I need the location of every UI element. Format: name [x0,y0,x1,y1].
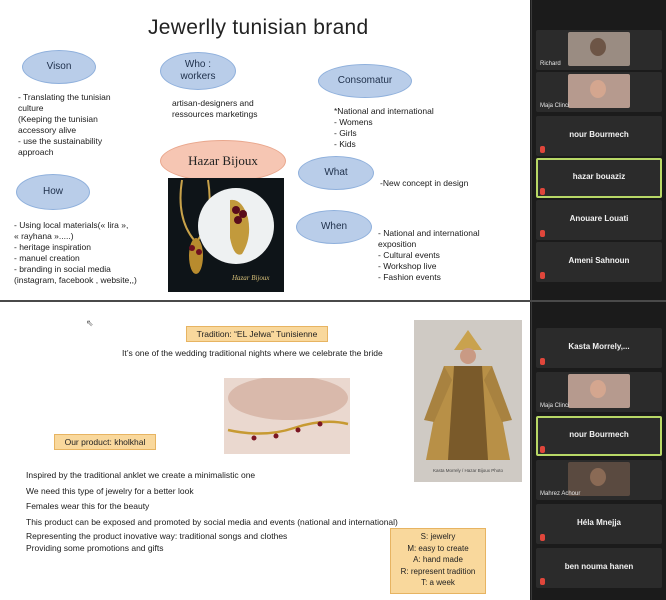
participant-name: Kasta Morrely,... [568,342,630,351]
participant-video [568,462,630,496]
oval-when: When [296,210,372,244]
oval-who: Who : workers [160,52,236,90]
sidebar-divider [531,302,532,600]
oval-what: What [298,156,374,190]
bride-illustration [414,320,522,482]
shared-slide-1: Jewerlly tunisian brand Vison Who : work… [0,0,530,300]
who-text: artisan-designers and ressources marketi… [172,98,258,119]
participant-name: nour Bourmech [569,430,629,439]
participant-name: Richard [540,61,561,67]
what-text: -New concept in design [380,178,469,188]
participant-name: Maja Clinci [540,103,570,109]
participant-tile[interactable]: Kasta Morrely,... [536,328,662,368]
consumer-text: *National and international - Womens - G… [334,106,434,149]
anklet-illustration [224,378,350,454]
participant-name: Ameni Sahnoun [568,256,630,265]
when-text: - National and international exposition … [378,228,480,282]
participant-tile[interactable]: ben nouma hanen [536,548,662,588]
vision-text: - Translating the tunisian culture (Keep… [18,92,111,157]
mic-muted-icon [540,358,545,365]
participant-tile[interactable]: Mahrez Achour [536,460,662,500]
slide-title: Jewerlly tunisian brand [148,16,369,39]
participant-video [568,32,630,66]
anklet-photo [224,378,350,454]
mouse-cursor-icon: ⇖ [86,318,94,328]
product-label: Our product: kholkhal [54,434,156,450]
participant-tile-active[interactable]: hazar bouaziz [536,158,662,198]
participant-tile[interactable]: Ameni Sahnoun [536,242,662,282]
participant-name: nour Bourmech [569,130,629,139]
participants-panel-bottom: Kasta Morrely,... Maja Clinci nour Bourm… [532,302,666,600]
participant-name: Héla Mnejja [576,518,621,527]
shared-slide-2: ⇖ Tradition: “EL Jelwa” Tunisienne It’s … [0,302,530,600]
brand-signature: Hazar Bijoux [232,274,270,282]
bride-photo-caption: Kasta Morrely / Hazar Bijoux Photo [432,468,504,473]
mic-muted-icon [540,188,545,195]
participant-tile[interactable]: Maja Clinci [536,372,662,412]
participant-tile[interactable]: Héla Mnejja [536,504,662,544]
oval-vision: Vison [22,50,96,84]
oval-brand: Hazar Bijoux [160,140,286,182]
oval-how: How [16,174,90,210]
oval-consumer: Consomatur [318,64,412,98]
participant-name: ben nouma hanen [564,562,634,571]
jewelry-illustration [179,179,274,274]
mic-muted-icon [540,272,545,279]
participant-tile[interactable]: nour Bourmech [536,116,662,156]
mic-muted-icon [540,146,545,153]
participant-name: Anouare Louati [569,214,629,223]
mic-muted-icon [540,230,545,237]
bottom-meeting-view: ⇖ Tradition: “EL Jelwa” Tunisienne It’s … [0,302,666,600]
participant-tile-active[interactable]: nour Bourmech [536,416,662,456]
mic-muted-icon [540,578,545,585]
mic-muted-icon [540,446,545,453]
mic-muted-icon [540,534,545,541]
how-text: - Using local materials(« lira », « rayh… [14,220,137,285]
participant-name: Mahrez Achour [540,491,581,497]
sidebar-divider [531,0,532,300]
product-body-2: Representing the product inovative way: … [26,531,288,553]
participants-panel-top: Richard Maja Clinci nour Bourmech hazar … [532,0,666,300]
face-shape [590,38,606,56]
face-shape [590,380,606,398]
participant-video [568,74,630,108]
jewelry-image: Hazar Bijoux [168,178,284,292]
tradition-sentence: It’s one of the wedding traditional nigh… [122,348,383,358]
participant-tile[interactable]: Maja Clinci [536,72,662,112]
participant-tile[interactable]: Richard [536,30,662,70]
face-shape [590,80,606,98]
participant-tile[interactable]: Anouare Louati [536,200,662,240]
top-meeting-view: Jewerlly tunisian brand Vison Who : work… [0,0,666,300]
participant-name: hazar bouaziz [572,172,626,181]
participant-video [568,374,630,408]
tradition-label: Tradition: “EL Jelwa” Tunisienne [186,326,328,342]
face-shape [590,468,606,486]
panel-separator [0,300,666,302]
smart-goals-box: S: jewelry M: easy to create A: hand mad… [390,528,486,594]
bride-photo: Kasta Morrely / Hazar Bijoux Photo [414,320,522,482]
participant-name: Maja Clinci [540,403,570,409]
product-body: Inspired by the traditional anklet we cr… [26,470,398,527]
